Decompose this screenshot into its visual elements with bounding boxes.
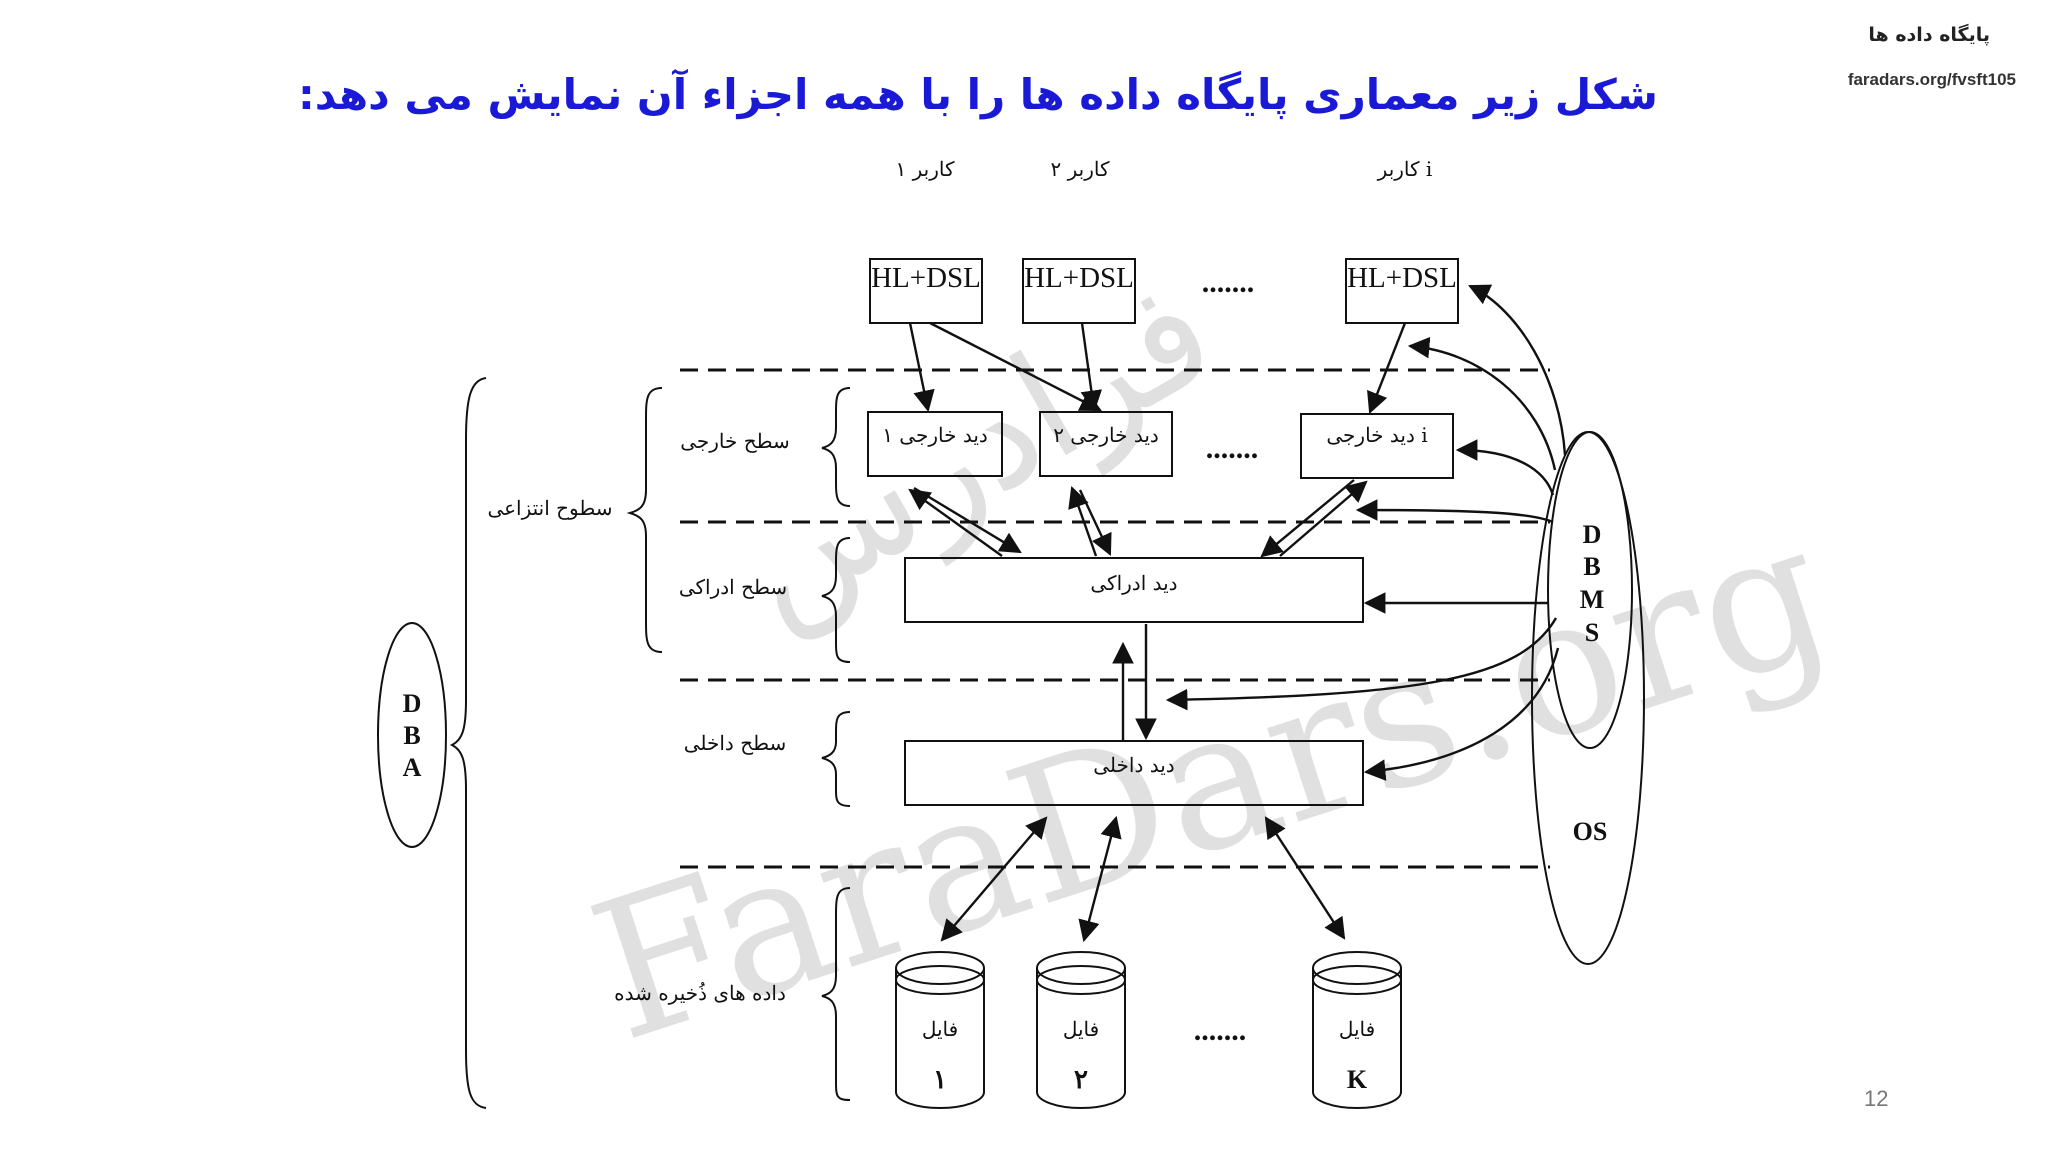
dbms-ellipse (1547, 431, 1633, 749)
file-label-2: فایل (1063, 1017, 1099, 1041)
dba-letter: D (403, 689, 422, 718)
arrow-int-file2 (1078, 815, 1122, 943)
file-label-K: فایل (1339, 1017, 1375, 1041)
hl-dsl-box-2 (1022, 258, 1136, 324)
file-number-2: ۲ (1074, 1065, 1088, 1094)
user-label-1: کاربر ۱ (896, 157, 955, 181)
external-level-label: سطح خارجی (680, 429, 790, 453)
internal-level-label: سطح داخلی (684, 731, 787, 755)
brace-internal-level (821, 711, 851, 807)
dbms-letter: M (1580, 585, 1605, 614)
external-view-box-2 (1039, 411, 1173, 477)
arrow-hl1-to-ext1 (908, 322, 935, 413)
file-cylinder-K-ring (1312, 965, 1402, 995)
arrow-dbms-to-hli-bottom (1407, 336, 1557, 471)
arrow-dbms-to-exti-lower (1355, 499, 1554, 524)
file-number-1: ۱ (933, 1065, 947, 1094)
abstraction-levels-label: سطوح انتزاعی (487, 496, 612, 520)
external-view-label-2: دید خارجی ۲ (1053, 423, 1159, 447)
arrow-conc-to-ext1 (908, 488, 1003, 557)
arrow-hl1-to-ext2 (929, 321, 1102, 412)
external-view-box-1 (867, 411, 1003, 477)
file-number-K: K (1347, 1065, 1368, 1094)
file-cylinder-2-top (1036, 951, 1126, 985)
brace-conceptual-level (821, 537, 851, 663)
ellipsis-files: ....... (1194, 1014, 1247, 1047)
user-label-i: کاربر i (1377, 157, 1433, 181)
dbms-letter: B (1583, 552, 1600, 581)
page-number: 12 (1864, 1086, 1889, 1111)
file-cylinder-1 (895, 968, 985, 1109)
file-cylinder-1-ring (895, 965, 985, 995)
arrow-dbms-to-int (1363, 647, 1560, 781)
flow-arrows (908, 284, 1567, 943)
dba-letter: A (403, 753, 422, 782)
hl-dsl-box-i (1345, 258, 1459, 324)
arrow-hli-to-exti (1367, 322, 1407, 415)
internal-view-box (904, 740, 1364, 806)
os-label: OS (1573, 817, 1608, 846)
dbms-letter: D (1583, 520, 1602, 549)
arrow-dbms-to-int-top (1165, 617, 1558, 711)
ellipsis-top: ....... (1202, 266, 1255, 299)
user-label-2: کاربر ۲ (1051, 157, 1110, 181)
brace-dba (449, 377, 487, 1109)
internal-view-label: دید داخلی (1093, 753, 1174, 777)
arrow-dbms-to-exti (1455, 439, 1555, 496)
dbms-letter: S (1585, 618, 1599, 647)
arrow-exti-to-conc (1260, 479, 1355, 558)
file-cylinder-K (1312, 968, 1402, 1109)
brace-external-level (821, 387, 851, 507)
dba-ellipse (377, 622, 447, 848)
hl-dsl-box-1 (869, 258, 983, 324)
arrow-int-fileK (1264, 816, 1346, 940)
conceptual-view-box (904, 557, 1364, 623)
brace-stored-level (821, 887, 851, 1101)
source-link[interactable]: faradars.org/fvsft105 (1847, 70, 2016, 89)
conceptual-view-label: دید ادراکی (1090, 571, 1177, 595)
ellipsis-external: ....... (1206, 432, 1259, 465)
arrow-int-file1 (940, 816, 1048, 942)
hl-dsl-label-1: HL+DSL (871, 262, 981, 294)
file-cylinder-2 (1036, 968, 1126, 1109)
arrow-conc-to-exti (1279, 480, 1368, 557)
conceptual-level-label: سطح ادراکی (679, 575, 787, 599)
hl-dsl-label-i: HL+DSL (1347, 262, 1457, 294)
dba-letter: B (403, 721, 420, 750)
file-label-1: فایل (922, 1017, 958, 1041)
arrow-dbms-to-hli (1468, 284, 1567, 456)
external-view-label-1: دید خارجی ۱ (882, 423, 988, 447)
file-cylinder-2-ring (1036, 965, 1126, 995)
file-cylinder-K-top (1312, 951, 1402, 985)
hl-dsl-label-2: HL+DSL (1024, 262, 1134, 294)
storage-files (895, 951, 1402, 1109)
arrow-hl2-to-ext2 (1080, 322, 1103, 413)
stored-data-label: داده های ذُخیره شده (614, 981, 786, 1005)
file-cylinder-1-top (895, 951, 985, 985)
external-view-label-i: دید خارجی i (1326, 423, 1427, 447)
slide-title: شکل زیر معماری پایگاه داده ها را با همه … (297, 70, 1658, 119)
slide-topic: پایگاه داده ها (1868, 24, 1990, 46)
arrow-conc-to-ext2 (1068, 485, 1098, 557)
brace-abstraction (626, 387, 663, 653)
level-braces (449, 377, 851, 1109)
